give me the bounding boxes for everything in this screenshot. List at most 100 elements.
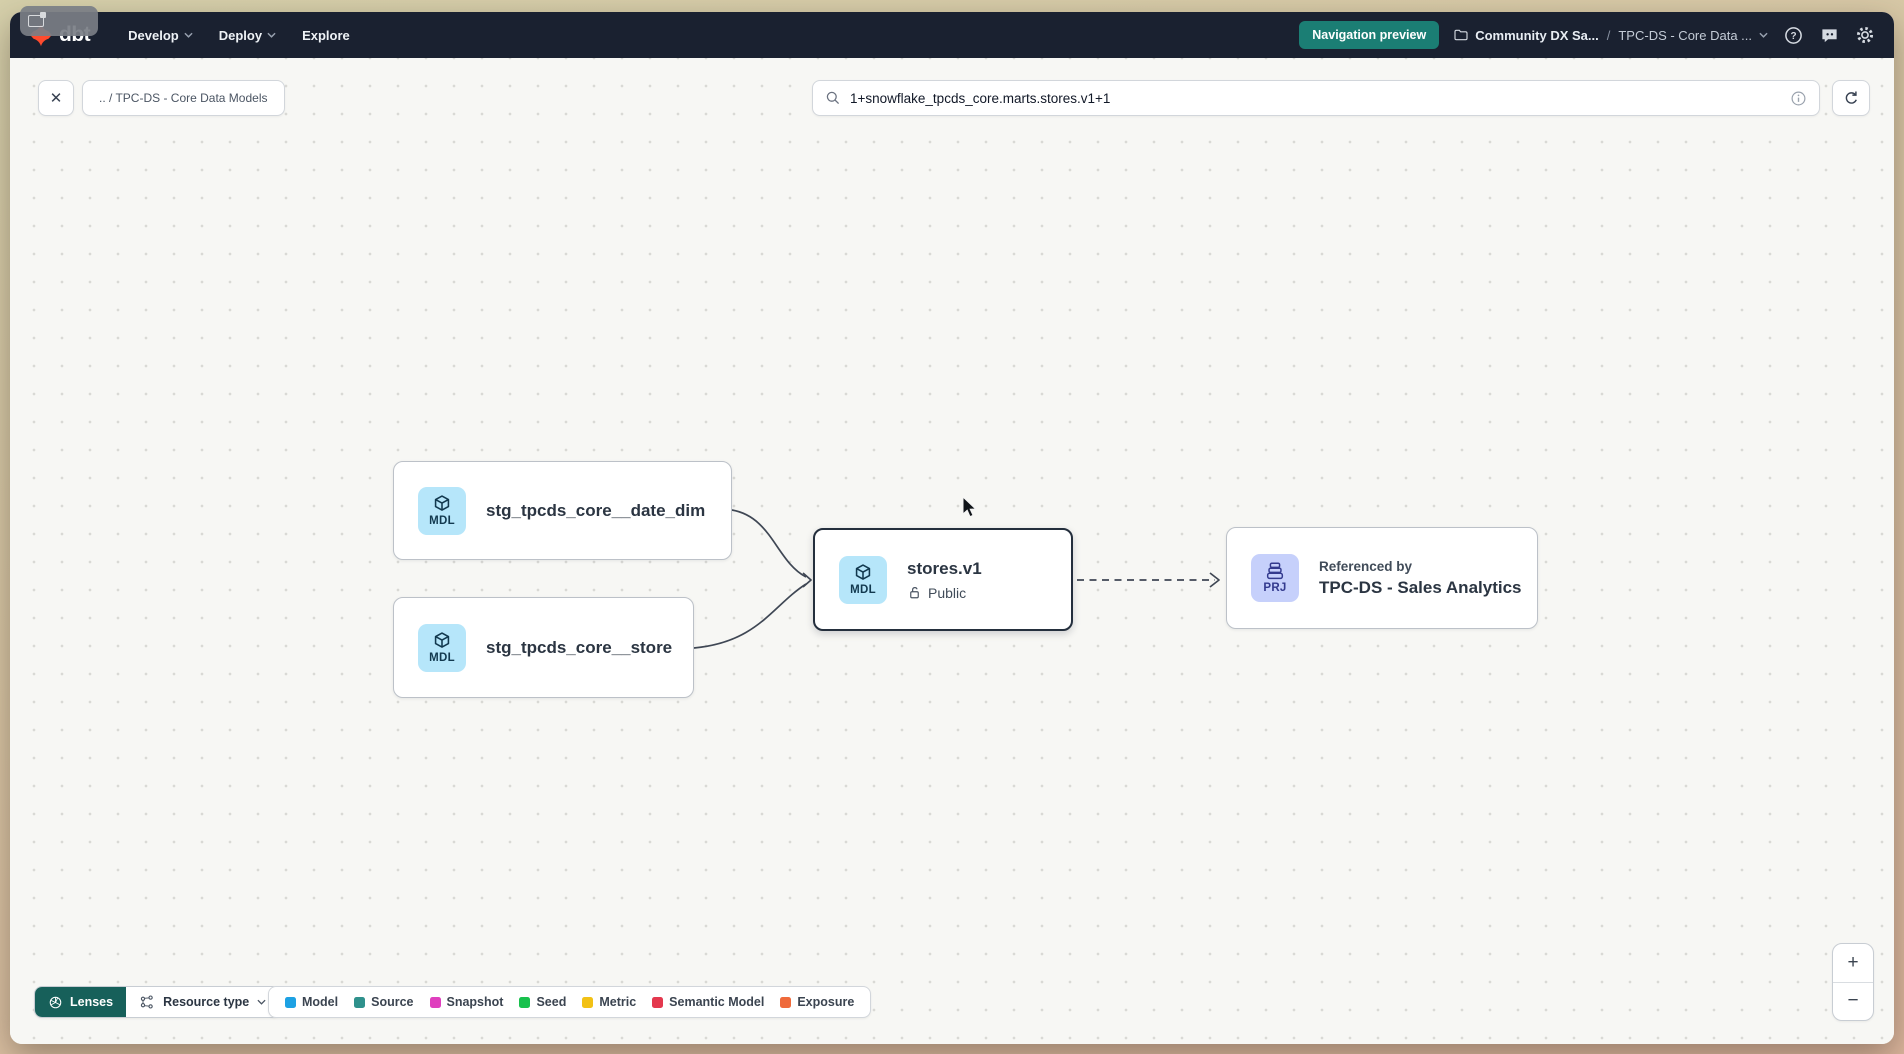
node-stores-v1[interactable]: MDL stores.v1 Public bbox=[813, 528, 1073, 631]
node-label: stg_tpcds_core__date_dim bbox=[486, 500, 706, 520]
node-badge: MDL bbox=[429, 514, 455, 527]
cube-icon bbox=[855, 564, 871, 580]
legend-label: Seed bbox=[536, 995, 567, 1009]
info-icon[interactable] bbox=[1790, 90, 1807, 107]
legend-item-source: Source bbox=[354, 995, 414, 1009]
project-icon: PRJ bbox=[1251, 554, 1299, 602]
legend-label: Model bbox=[302, 995, 339, 1009]
feedback-button[interactable] bbox=[1818, 24, 1840, 46]
help-icon: ? bbox=[1784, 26, 1802, 44]
legend-item-model: Model bbox=[285, 995, 338, 1009]
chevron-down-icon bbox=[267, 32, 276, 38]
legend-item-exposure: Exposure bbox=[780, 995, 854, 1009]
lineage-search-bar bbox=[812, 80, 1820, 116]
access-label: Public bbox=[928, 584, 967, 601]
menu-develop[interactable]: Develop bbox=[118, 20, 203, 51]
lineage-canvas[interactable]: ✕ .. / TPC-DS - Core Data Models bbox=[10, 58, 1894, 1044]
legend-item-semantic-model: Semantic Model bbox=[652, 995, 764, 1009]
node-badge: PRJ bbox=[1263, 582, 1287, 595]
top-nav-right: Navigation preview Community DX Sa... / … bbox=[1299, 21, 1876, 49]
node-badge: MDL bbox=[429, 651, 455, 664]
lock-open-icon bbox=[910, 587, 919, 599]
node-text: stores.v1 Public bbox=[907, 559, 982, 601]
lineage-breadcrumb-chip[interactable]: .. / TPC-DS - Core Data Models bbox=[82, 80, 285, 116]
node-kicker: Referenced by bbox=[1319, 558, 1413, 574]
breadcrumb: Community DX Sa... / TPC-DS - Core Data … bbox=[1453, 27, 1768, 43]
legend-item-seed: Seed bbox=[519, 995, 566, 1009]
lens-controls: Lenses Resource type bbox=[34, 986, 281, 1018]
gear-icon bbox=[1856, 26, 1874, 44]
resource-type-dropdown[interactable]: Resource type bbox=[126, 987, 280, 1017]
refresh-lineage-button[interactable] bbox=[1832, 80, 1870, 116]
legend-swatch bbox=[354, 996, 366, 1008]
legend-swatch bbox=[652, 996, 664, 1008]
canvas-zoom-controls: + − bbox=[1832, 943, 1874, 1021]
legend-item-snapshot: Snapshot bbox=[429, 995, 504, 1009]
node-stg-tpcds-core-date-dim[interactable]: MDL stg_tpcds_core__date_dim bbox=[393, 461, 732, 560]
breadcrumb-separator: / bbox=[1606, 27, 1611, 43]
cube-icon bbox=[434, 632, 450, 648]
close-icon: ✕ bbox=[49, 90, 63, 107]
screen-share-pill bbox=[20, 6, 98, 36]
chat-icon bbox=[1821, 28, 1837, 42]
legend-label: Exposure bbox=[797, 995, 855, 1009]
navigation-preview-badge[interactable]: Navigation preview bbox=[1299, 21, 1440, 49]
refresh-icon bbox=[1845, 91, 1857, 104]
resource-type-legend: Model Source Snapshot Seed Metric bbox=[268, 986, 872, 1018]
legend-swatch bbox=[429, 996, 441, 1008]
lens-icon bbox=[49, 996, 62, 1008]
settings-button[interactable] bbox=[1854, 24, 1876, 46]
node-text: Referenced by TPC-DS - Sales Analytics bbox=[1319, 559, 1522, 598]
menu-explore[interactable]: Explore bbox=[292, 20, 360, 51]
menu-develop-label: Develop bbox=[128, 27, 179, 43]
chevron-down-icon bbox=[257, 999, 266, 1005]
lenses-button[interactable]: Lenses bbox=[35, 987, 127, 1017]
resource-type-label: Resource type bbox=[163, 995, 250, 1009]
breadcrumb-account-label: Community DX Sa... bbox=[1475, 27, 1599, 43]
node-label: TPC-DS - Sales Analytics bbox=[1319, 577, 1522, 597]
close-lineage-button[interactable]: ✕ bbox=[38, 80, 74, 116]
menu-explore-label: Explore bbox=[302, 27, 350, 43]
graph-nodes-icon bbox=[140, 995, 153, 1009]
lenses-label: Lenses bbox=[70, 995, 114, 1009]
legend-swatch bbox=[519, 996, 531, 1008]
node-badge: MDL bbox=[850, 583, 876, 596]
legend-label: Semantic Model bbox=[669, 995, 765, 1009]
selector-input[interactable] bbox=[850, 90, 1781, 106]
legend-swatch bbox=[582, 996, 594, 1008]
chevron-down-icon bbox=[1759, 32, 1768, 38]
chevron-down-icon bbox=[184, 32, 193, 38]
lineage-breadcrumb-label: .. / TPC-DS - Core Data Models bbox=[99, 91, 268, 105]
cube-icon bbox=[434, 495, 450, 511]
node-referenced-by-project[interactable]: PRJ Referenced by TPC-DS - Sales Analyti… bbox=[1226, 527, 1538, 629]
legend-swatch bbox=[285, 996, 296, 1008]
main-menu: Develop Deploy Explore bbox=[118, 20, 360, 51]
legend-item-metric: Metric bbox=[582, 995, 636, 1009]
node-stg-tpcds-core-store[interactable]: MDL stg_tpcds_core__store bbox=[393, 597, 694, 698]
node-label: stores.v1 bbox=[907, 558, 982, 578]
archive-stack-icon bbox=[1266, 562, 1284, 580]
svg-text:?: ? bbox=[1790, 30, 1796, 41]
zoom-in-button[interactable]: + bbox=[1847, 951, 1859, 973]
node-access: Public bbox=[907, 585, 982, 601]
zoom-out-button[interactable]: − bbox=[1833, 981, 1873, 1021]
model-icon: MDL bbox=[418, 486, 466, 535]
window-icon bbox=[28, 12, 46, 27]
model-icon: MDL bbox=[839, 555, 887, 604]
menu-deploy[interactable]: Deploy bbox=[209, 20, 286, 51]
breadcrumb-project-label: TPC-DS - Core Data ... bbox=[1618, 27, 1752, 43]
model-icon: MDL bbox=[418, 623, 466, 672]
app-window: dbt Develop Deploy Explore Navigation pr… bbox=[10, 12, 1894, 1044]
legend-label: Snapshot bbox=[446, 995, 504, 1009]
legend-label: Source bbox=[371, 995, 414, 1009]
help-button[interactable]: ? bbox=[1782, 24, 1804, 46]
menu-deploy-label: Deploy bbox=[218, 27, 263, 43]
folder-icon bbox=[1454, 29, 1468, 41]
legend-swatch bbox=[780, 996, 792, 1008]
node-label: stg_tpcds_core__store bbox=[486, 637, 673, 657]
top-nav-bar: dbt Develop Deploy Explore Navigation pr… bbox=[10, 12, 1894, 58]
breadcrumb-account[interactable]: Community DX Sa... bbox=[1453, 27, 1599, 43]
legend-label: Metric bbox=[599, 995, 637, 1009]
breadcrumb-project-selector[interactable]: TPC-DS - Core Data ... bbox=[1618, 28, 1768, 43]
